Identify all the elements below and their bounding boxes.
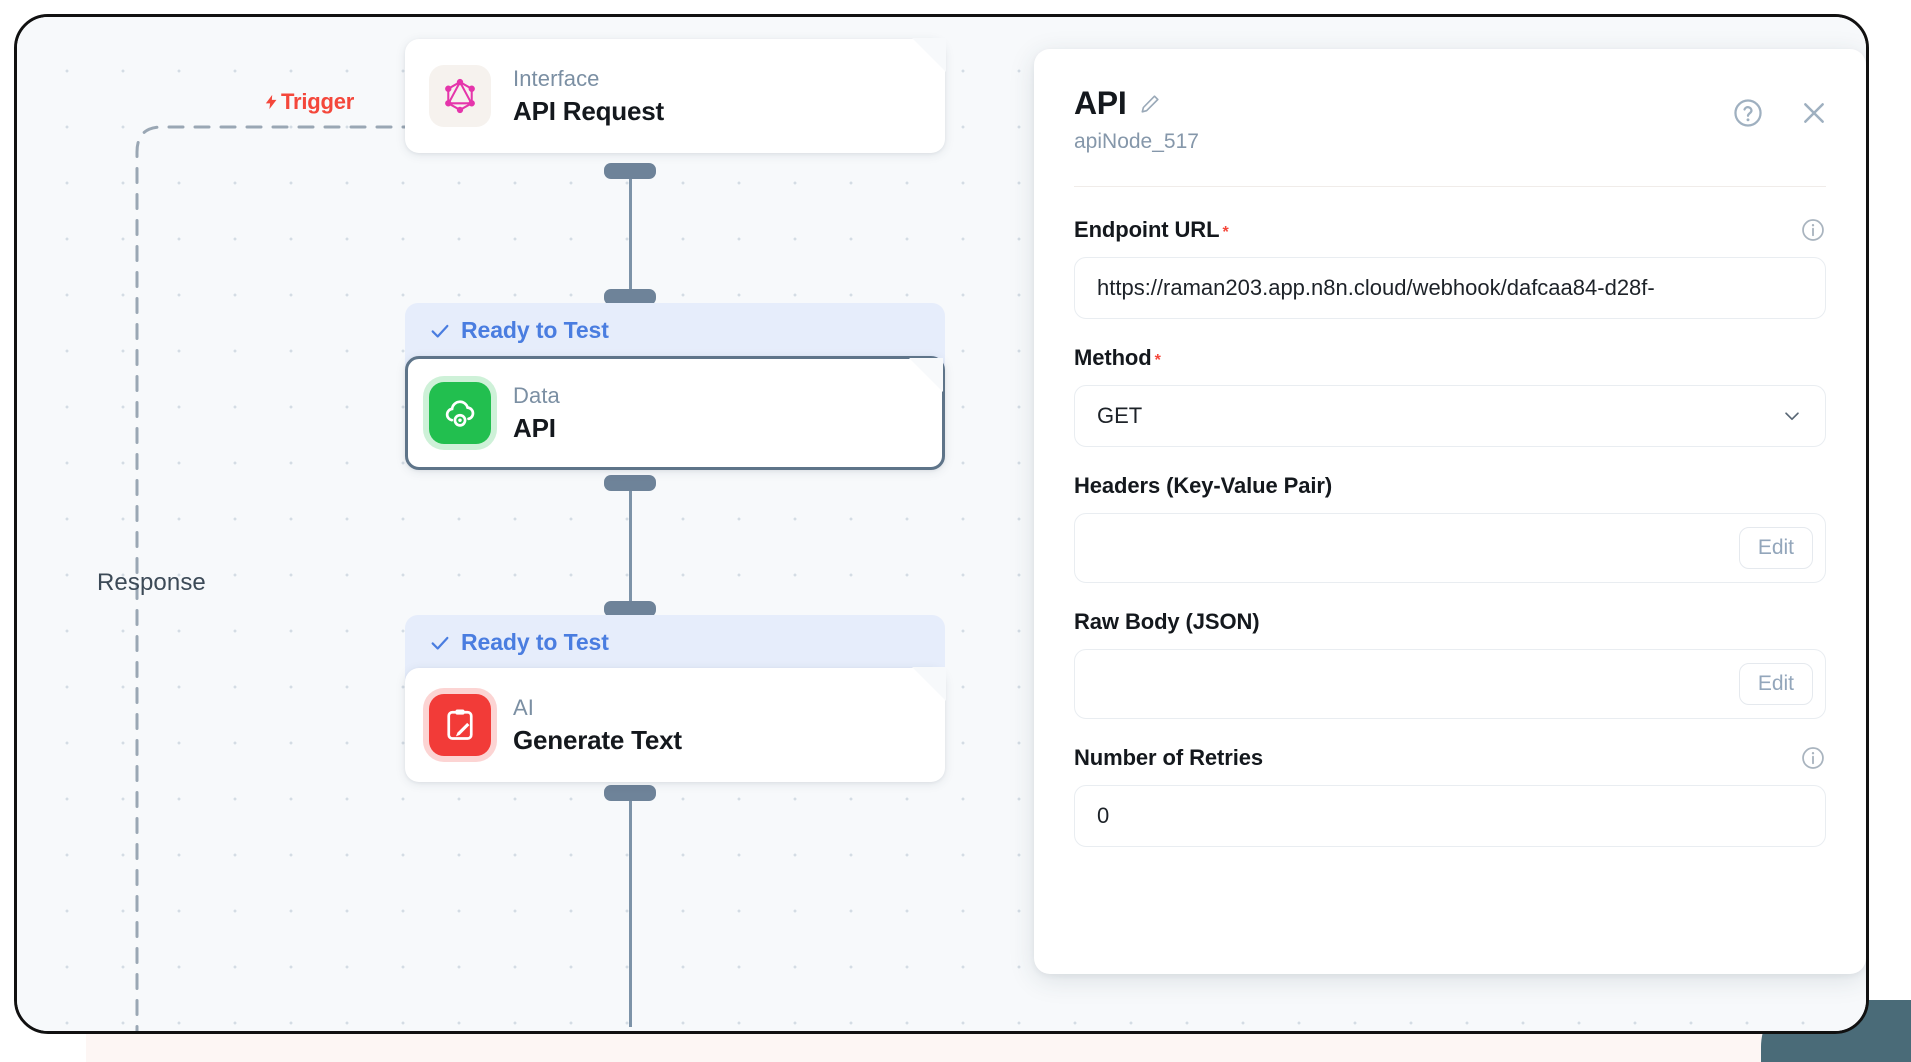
- chevron-down-icon: [1785, 412, 1799, 421]
- node-card[interactable]: Interface API Request: [405, 38, 946, 153]
- field-label-row: Endpoint URL*: [1074, 217, 1826, 243]
- panel-body: Endpoint URL* https://raman203.app.n8n.c…: [1034, 187, 1866, 847]
- node-icon-wrapper: [429, 694, 491, 756]
- node-api-request[interactable]: Interface API Request: [405, 38, 946, 153]
- required-asterisk: *: [1154, 352, 1161, 369]
- node-category: AI: [513, 694, 534, 720]
- endpoint-url-input[interactable]: https://raman203.app.n8n.cloud/webhook/d…: [1074, 257, 1826, 319]
- trigger-label-text: Trigger: [281, 89, 355, 114]
- field-label: Headers (Key-Value Pair): [1074, 473, 1333, 498]
- status-text: Ready to Test: [461, 629, 609, 655]
- raw-body-edit-button[interactable]: Edit: [1738, 663, 1813, 705]
- raw-body-input[interactable]: Edit: [1074, 649, 1826, 719]
- node-input-handle-3[interactable]: [604, 601, 656, 617]
- node-text: Data API: [513, 383, 560, 444]
- connector-line-2: [629, 477, 632, 627]
- node-fold-corner: [912, 667, 946, 701]
- panel-divider: [1074, 186, 1826, 187]
- cloud-cog-icon: [445, 400, 475, 427]
- clipboard-pencil-icon: [447, 709, 473, 740]
- node-title: API Request: [513, 95, 664, 126]
- check-icon: [431, 324, 449, 338]
- node-output-handle-1[interactable]: [604, 163, 656, 179]
- connector-line-3: [629, 787, 632, 1027]
- node-input-handle-2[interactable]: [604, 289, 656, 305]
- field-headers: Headers (Key-Value Pair) Edit: [1074, 473, 1826, 583]
- node-icon-wrapper: [429, 382, 491, 444]
- node-category: Interface: [513, 65, 600, 91]
- field-label-row: Number of Retries: [1074, 745, 1826, 771]
- node-category: Data: [513, 382, 560, 408]
- panel-header: API apiNode_517: [1034, 49, 1866, 154]
- panel-actions: [1732, 97, 1830, 129]
- info-icon[interactable]: [1800, 745, 1826, 771]
- method-select[interactable]: GET: [1074, 385, 1826, 447]
- method-selected-value: GET: [1097, 403, 1143, 428]
- node-generate-text[interactable]: Ready to Test AI Generate Text: [405, 615, 946, 782]
- field-label: Method: [1074, 345, 1152, 370]
- retries-input[interactable]: 0: [1074, 785, 1826, 847]
- panel-title: API: [1074, 85, 1127, 121]
- lightning-bolt-icon: [265, 94, 277, 110]
- node-fold-corner: [909, 358, 943, 392]
- response-label: Response: [97, 569, 206, 596]
- field-raw-body: Raw Body (JSON) Edit: [1074, 609, 1826, 719]
- status-text: Ready to Test: [461, 317, 609, 343]
- node-output-handle-2[interactable]: [604, 475, 656, 491]
- field-label-group: Endpoint URL*: [1074, 217, 1229, 243]
- workflow-canvas[interactable]: Trigger Response: [17, 17, 1866, 1031]
- node-title: API: [513, 412, 556, 443]
- node-output-handle-3[interactable]: [604, 785, 656, 801]
- pencil-icon[interactable]: [1138, 92, 1162, 116]
- headers-edit-button[interactable]: Edit: [1738, 527, 1813, 569]
- field-label-row: Headers (Key-Value Pair): [1074, 473, 1826, 499]
- required-asterisk: *: [1222, 224, 1229, 241]
- node-properties-panel: API apiNode_517: [1034, 49, 1866, 974]
- node-card[interactable]: AI Generate Text: [405, 667, 946, 782]
- trigger-label: Trigger: [263, 89, 354, 115]
- info-icon[interactable]: [1800, 217, 1826, 243]
- panel-subtitle: apiNode_517: [1074, 130, 1199, 153]
- graphql-icon: [445, 78, 475, 114]
- node-fold-corner: [912, 38, 946, 72]
- field-label: Endpoint URL: [1074, 217, 1220, 242]
- node-card[interactable]: Data API: [405, 356, 945, 470]
- field-label-group: Method*: [1074, 345, 1161, 371]
- check-icon: [431, 636, 449, 650]
- field-number-of-retries: Number of Retries 0: [1074, 745, 1826, 847]
- trigger-connector-path: [135, 125, 497, 1031]
- field-method: Method* GET: [1074, 345, 1826, 447]
- help-circle-icon[interactable]: [1732, 97, 1764, 129]
- connector-line-1: [629, 167, 632, 317]
- workflow-frame: Trigger Response: [14, 14, 1869, 1034]
- field-label-row: Method*: [1074, 345, 1826, 371]
- field-label-row: Raw Body (JSON): [1074, 609, 1826, 635]
- field-label: Number of Retries: [1074, 745, 1264, 770]
- node-text: AI Generate Text: [513, 695, 682, 756]
- panel-title-row: API: [1074, 85, 1826, 122]
- node-title: Generate Text: [513, 724, 682, 755]
- node-api-data[interactable]: Ready to Test Data API: [405, 303, 945, 470]
- field-label: Raw Body (JSON): [1074, 609, 1260, 634]
- node-icon-wrapper: [429, 65, 491, 127]
- field-endpoint-url: Endpoint URL* https://raman203.app.n8n.c…: [1074, 217, 1826, 319]
- headers-input[interactable]: Edit: [1074, 513, 1826, 583]
- node-text: Interface API Request: [513, 66, 664, 127]
- close-icon[interactable]: [1798, 97, 1830, 129]
